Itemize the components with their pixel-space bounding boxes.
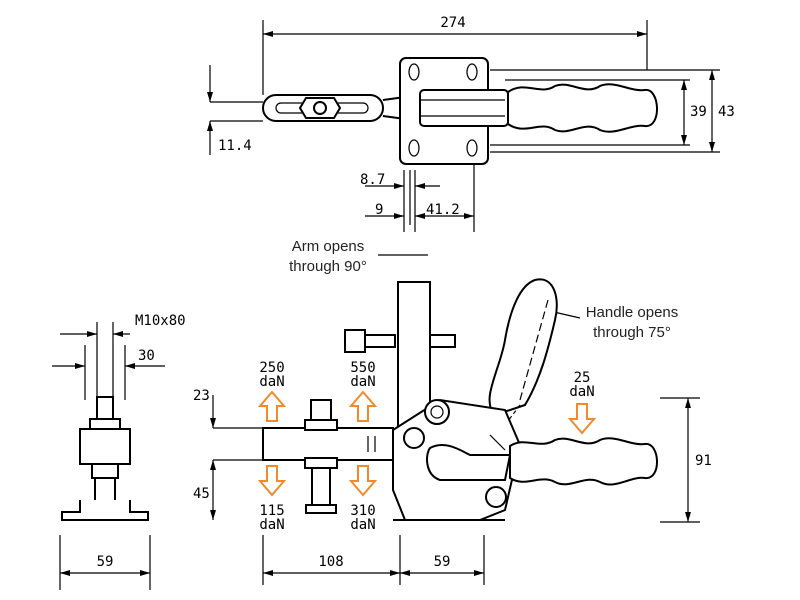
dim-39: 39 (690, 104, 707, 120)
dim-23: 23 (193, 388, 210, 404)
dim-8-7: 8.7 (360, 172, 385, 188)
dim-11-4: 11.4 (218, 138, 252, 154)
dim-43: 43 (718, 104, 735, 120)
front-view: Arm opens through 90° Handle opens throu… (193, 238, 712, 585)
force-up-mid: 550 (350, 360, 375, 376)
arrow-down-mid (348, 465, 378, 497)
force-up-left: 250 (259, 360, 284, 376)
arrow-down-handle (567, 403, 597, 435)
arrow-up-left (257, 390, 287, 422)
force-unit-1: daN (259, 374, 284, 390)
force-down-left: 115 (259, 503, 284, 519)
handle-note-line2: through 75° (593, 324, 671, 341)
dim-108: 108 (318, 554, 343, 570)
dim-91: 91 (695, 453, 712, 469)
force-down-mid: 310 (350, 503, 375, 519)
dim-59-front: 59 (434, 554, 451, 570)
bolt-spec: M10x80 (135, 313, 186, 329)
force-unit-2: daN (350, 374, 375, 390)
dim-30: 30 (138, 348, 155, 364)
dim-45: 45 (193, 486, 210, 502)
dim-274: 274 (440, 15, 465, 31)
side-view: M10x80 30 59 (52, 313, 186, 590)
dim-41-2: 41.2 (426, 202, 460, 218)
arrow-up-mid (348, 390, 378, 422)
force-unit-5: daN (569, 384, 594, 400)
top-view: 274 39 43 (207, 15, 735, 232)
force-unit-4: daN (350, 517, 375, 533)
force-handle: 25 (574, 370, 591, 386)
arrow-down-left (257, 465, 287, 497)
dim-9: 9 (375, 202, 383, 218)
handle-note-line1: Handle opens (586, 304, 679, 321)
dim-59-side: 59 (97, 554, 114, 570)
force-unit-3: daN (259, 517, 284, 533)
arm-note-line2: through 90° (289, 258, 367, 275)
arm-note-line1: Arm opens (292, 238, 365, 255)
